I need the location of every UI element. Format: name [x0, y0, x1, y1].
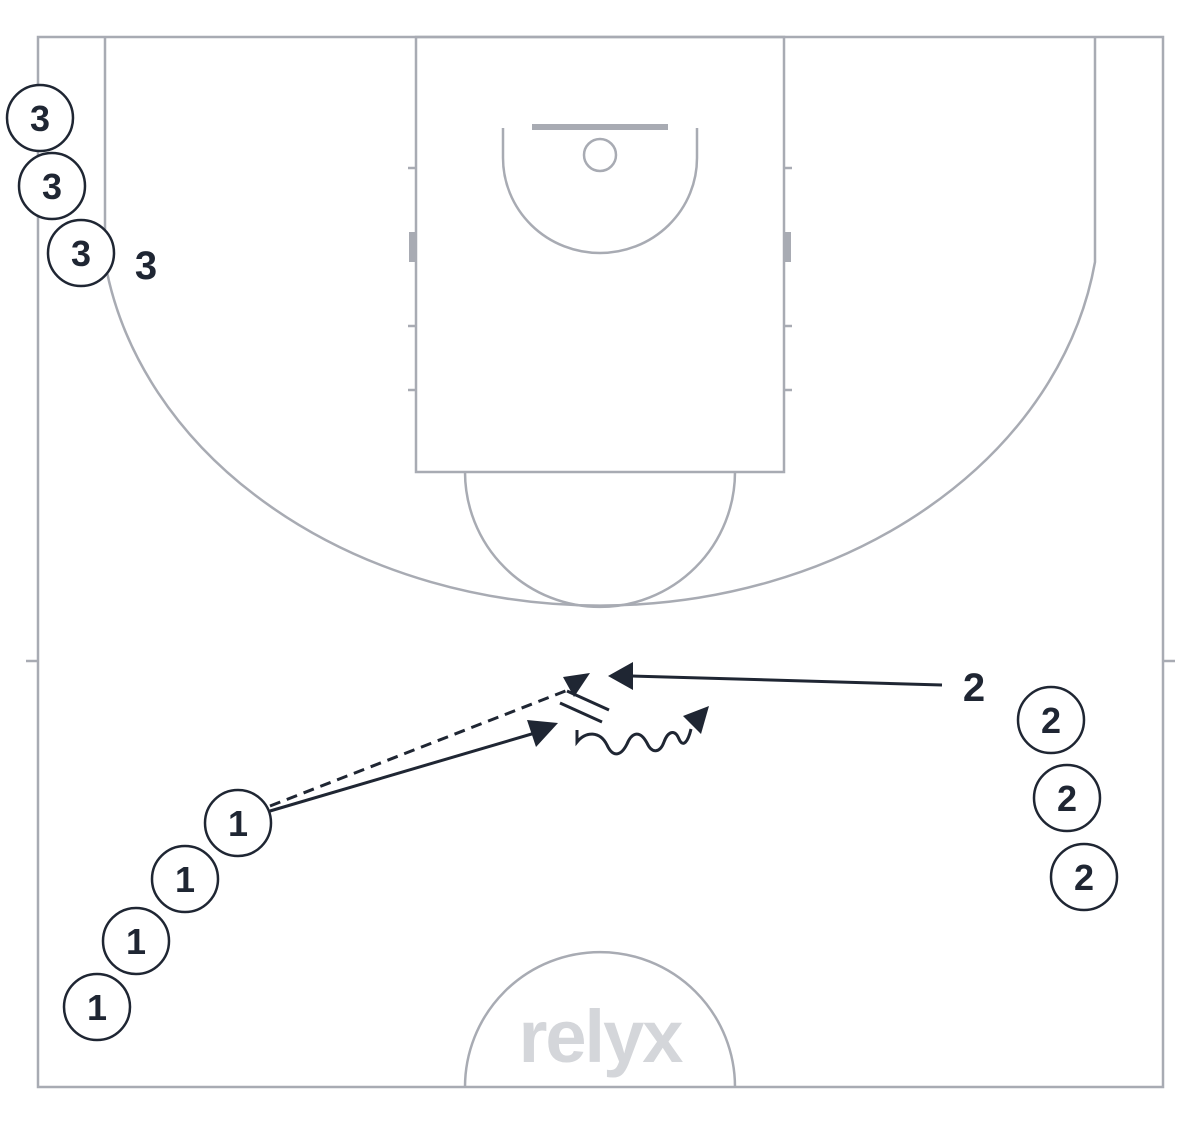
cut-line — [269, 720, 558, 813]
restricted-area — [501, 128, 699, 255]
svg-text:1: 1 — [126, 921, 146, 962]
player-3c: 3 — [46, 218, 116, 288]
free-label-2: 2 — [963, 666, 985, 710]
player-3a: 3 — [5, 83, 75, 153]
svg-text:3: 3 — [30, 98, 50, 139]
player-1c: 1 — [101, 906, 171, 976]
pass-line — [269, 673, 590, 808]
screen-marker — [559, 689, 610, 724]
court-boundary — [36, 35, 1165, 1089]
svg-text:3: 3 — [42, 166, 62, 207]
logo-text: relyx — [519, 995, 684, 1078]
center-circle — [463, 950, 737, 1088]
player-1a: 1 — [203, 788, 273, 858]
svg-text:1: 1 — [87, 987, 107, 1028]
dribble-line — [575, 706, 709, 756]
free-throw-circle — [463, 471, 737, 609]
three-point-line — [103, 37, 1097, 607]
player-3b: 3 — [17, 151, 87, 221]
lane-hash-marks — [408, 166, 792, 392]
svg-text:2: 2 — [1041, 700, 1061, 741]
svg-text:2: 2 — [1057, 778, 1077, 819]
basket-rim — [582, 137, 618, 173]
paint-area — [414, 35, 786, 474]
player-2a: 2 — [1016, 685, 1086, 755]
svg-text:2: 2 — [1074, 857, 1094, 898]
cut-line-player-2 — [608, 662, 943, 690]
svg-text:1: 1 — [228, 803, 248, 844]
player-1b: 1 — [150, 844, 220, 914]
free-label-3: 3 — [135, 244, 157, 288]
svg-text:3: 3 — [71, 233, 91, 274]
player-2c: 2 — [1049, 842, 1119, 912]
svg-text:1: 1 — [175, 859, 195, 900]
player-2b: 2 — [1032, 763, 1102, 833]
player-1d: 1 — [62, 972, 132, 1042]
